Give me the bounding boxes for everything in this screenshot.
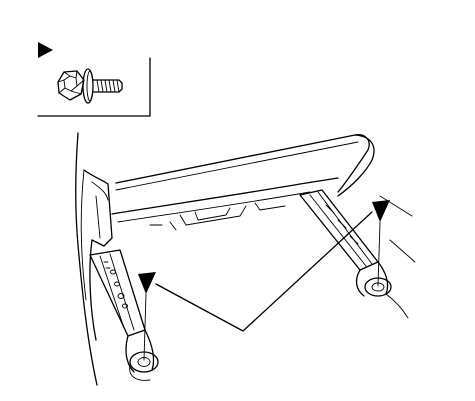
pointer-triangle-icon — [38, 42, 53, 58]
flange-bolt-icon — [57, 68, 123, 104]
bolt-location-marker-icon — [138, 272, 156, 294]
left-seat-rail — [89, 249, 159, 381]
right-seat-rail — [299, 189, 416, 319]
fastener-callout — [37, 42, 151, 117]
bolt-location-marker-icon — [372, 200, 390, 222]
bolt-location-markers — [138, 200, 390, 361]
seat-body — [75, 132, 375, 386]
callout-frame — [37, 57, 151, 117]
callout-leader — [155, 211, 373, 332]
